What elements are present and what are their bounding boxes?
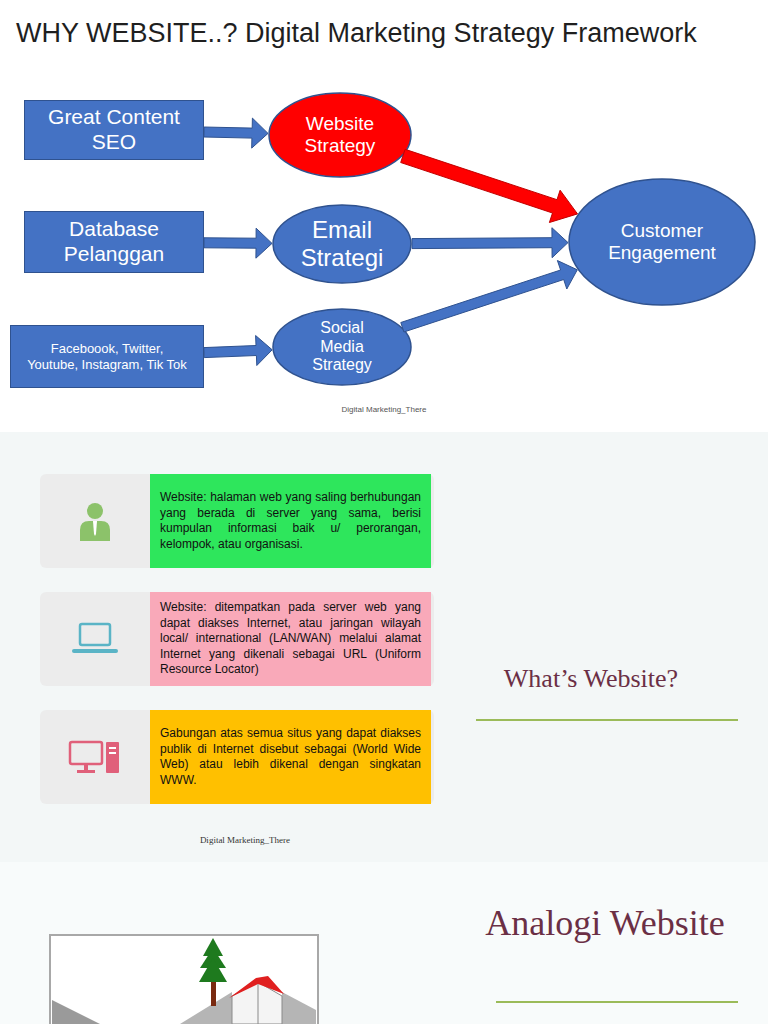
block-arrow — [204, 228, 272, 258]
definition-box: Website: ditempatkan pada server web yan… — [150, 592, 431, 686]
node-text: Database Pelanggan — [39, 217, 189, 267]
ellipse-shape — [269, 93, 411, 177]
icon-foot — [77, 770, 95, 773]
node-text: Customer Engagement — [587, 220, 737, 265]
icon-body — [80, 521, 110, 541]
text-stack: Customer Engagement — [587, 220, 737, 265]
ground-shape — [180, 992, 232, 1024]
ellipse-shape — [273, 309, 411, 385]
analogy-illustration — [50, 935, 318, 1024]
text-stack: Website Strategy — [285, 113, 395, 158]
definition-text: Website: halaman web yang saling berhubu… — [150, 490, 431, 552]
arrow-shape — [204, 336, 272, 366]
text-stack: Social Media Strategy — [302, 319, 382, 376]
icon-monitor — [70, 742, 102, 764]
icon-screen — [80, 624, 110, 645]
arrow-shape — [401, 261, 578, 333]
node-text: Email Strategi — [287, 216, 397, 273]
arrow-shape — [412, 228, 568, 258]
slide-background — [0, 432, 768, 862]
goal-ellipse: Customer Engagement — [568, 178, 756, 306]
tree-crown — [199, 958, 227, 982]
text-stack: Database Pelanggan — [39, 217, 189, 267]
heading-rule — [496, 1001, 738, 1003]
ground-shape — [282, 992, 316, 1024]
ground-shape — [52, 1000, 100, 1024]
icon-slot — [109, 747, 116, 749]
definition-box: Website: halaman web yang saling berhubu… — [150, 474, 431, 568]
strategy-ellipse: Website Strategy — [268, 92, 412, 178]
strategy-ellipse: Social Media Strategy — [272, 308, 412, 386]
strategy-ellipse: Email Strategi — [272, 204, 412, 284]
ellipse-shape — [273, 205, 411, 283]
page-title: WHY WEBSITE..? Digital Marketing Strateg… — [16, 18, 697, 49]
arrow-shape — [204, 228, 272, 258]
icon-base — [72, 649, 118, 653]
person-icon — [80, 503, 110, 541]
laptop-icon — [72, 624, 118, 653]
icon-slot — [109, 752, 116, 754]
text-stack: Website: ditempatkan pada server web yan… — [150, 600, 431, 678]
definition-box: Gabungan atas semua situs yang dapat dia… — [150, 710, 431, 804]
block-arrow — [204, 118, 268, 148]
text-stack: Great Content SEO — [39, 105, 189, 155]
arrow-shape — [204, 118, 268, 148]
heading-rule — [476, 719, 738, 721]
text-stack: Gabungan atas semua situs yang dapat dia… — [150, 726, 431, 788]
source-box: Faceboook, Twitter, Youtube, Instagram, … — [10, 325, 204, 388]
block-arrow — [401, 261, 578, 333]
card-background — [40, 592, 434, 686]
node-text: Social Media Strategy — [302, 319, 382, 376]
icon-tower — [106, 742, 119, 773]
card-background — [40, 710, 434, 804]
section-heading: What’s Website? — [446, 664, 736, 694]
text-stack: Faceboook, Twitter, Youtube, Instagram, … — [25, 341, 189, 372]
arrow-shape — [401, 149, 578, 222]
icon-stand — [84, 764, 88, 770]
text-stack: Website: halaman web yang saling berhubu… — [150, 490, 431, 552]
block-arrow — [401, 149, 578, 222]
desktop-icon — [70, 742, 119, 773]
house-edge — [258, 984, 259, 1024]
tree-trunk — [211, 980, 216, 1006]
text-stack: Email Strategi — [287, 216, 397, 273]
icon-head — [87, 503, 103, 519]
section-heading: Analogi Website — [450, 902, 760, 944]
node-text: Website Strategy — [285, 113, 395, 158]
illustration-frame — [50, 935, 318, 1024]
footer-note: Digital Marketing_There — [145, 835, 345, 845]
block-arrow — [204, 336, 272, 366]
source-box: Great Content SEO — [24, 100, 204, 160]
source-box: Database Pelanggan — [24, 211, 204, 273]
node-text: Faceboook, Twitter, Youtube, Instagram, … — [25, 341, 189, 372]
ellipse-shape — [569, 179, 755, 305]
footer-note: Digital Marketing_There — [284, 405, 484, 414]
node-text: Great Content SEO — [39, 105, 189, 155]
definition-text: Gabungan atas semua situs yang dapat dia… — [150, 726, 431, 788]
icon-tie — [93, 521, 97, 536]
house-roof — [229, 976, 284, 998]
block-arrow — [412, 228, 568, 258]
card-background — [40, 474, 434, 568]
definition-text: Website: ditempatkan pada server web yan… — [150, 600, 431, 678]
